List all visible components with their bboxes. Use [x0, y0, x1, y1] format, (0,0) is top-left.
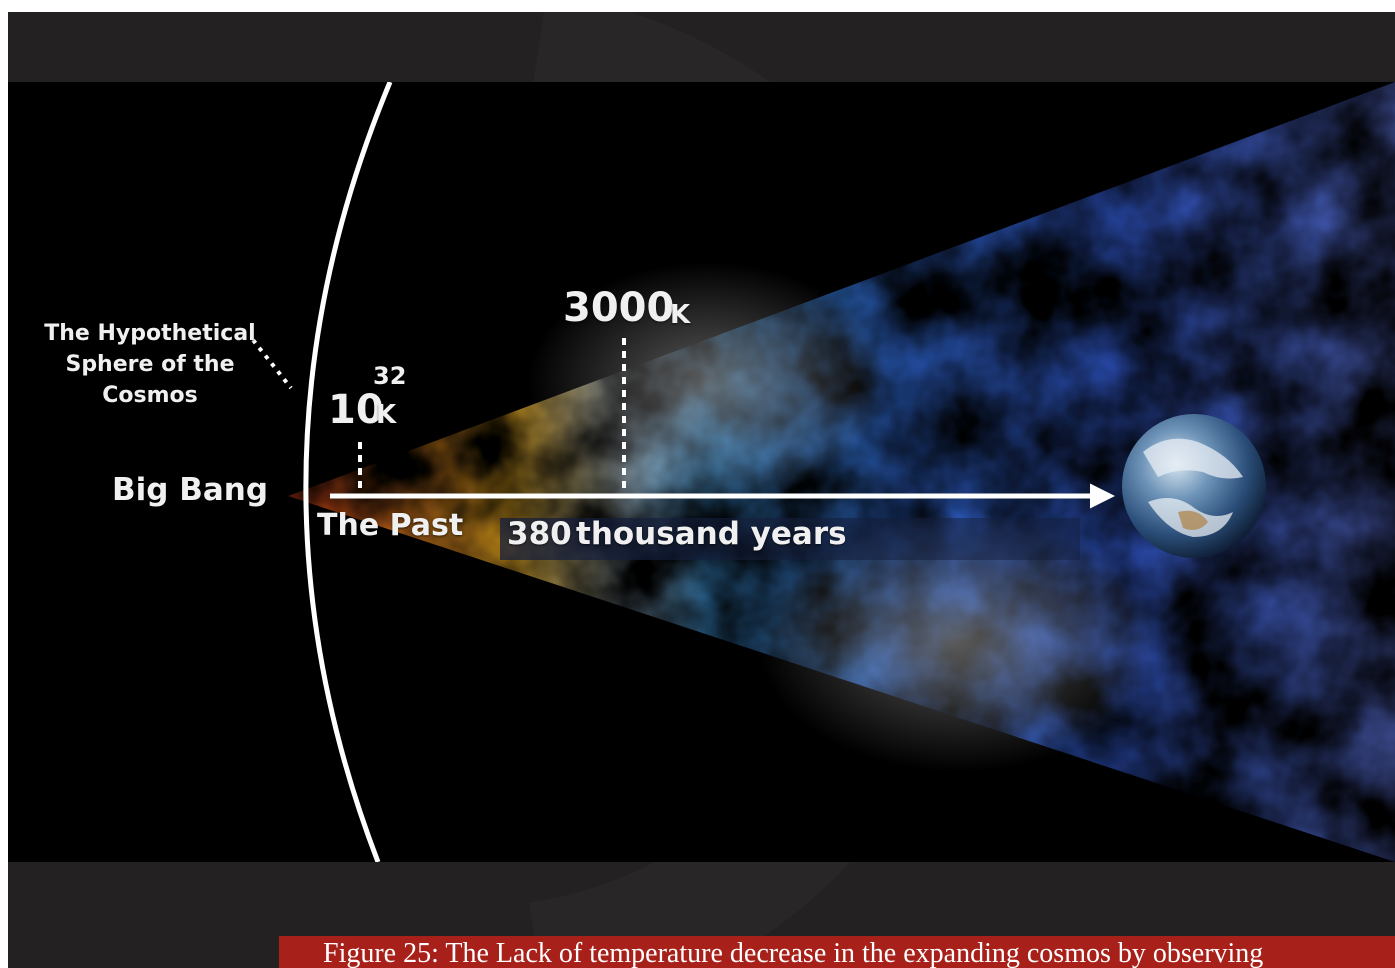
- earth-globe: [1122, 414, 1266, 558]
- big-bang-label: Big Bang: [112, 472, 269, 508]
- recombination-temperature-value: 3000: [563, 285, 675, 331]
- caption-bar: Figure 25: The Lack of temperature decre…: [279, 936, 1395, 968]
- cone-haze-2: [758, 512, 1158, 772]
- early-temperature-base: 10: [328, 387, 384, 433]
- diagram-panel: The Hypothetical Sphere of the Cosmos Bi…: [8, 82, 1395, 862]
- early-temperature-exponent: 32: [373, 362, 407, 390]
- duration-value: 380: [507, 516, 572, 552]
- sphere-label: The Hypothetical Sphere of the Cosmos: [44, 321, 256, 408]
- cosmos-sphere-boundary: [303, 82, 393, 862]
- diagram-canvas: [251, 82, 1395, 862]
- figure-caption: Figure 25: The Lack of temperature decre…: [323, 938, 1264, 968]
- cone-haze: [528, 262, 888, 502]
- early-temperature-unit: K: [376, 400, 397, 430]
- sphere-pointer: [251, 338, 293, 390]
- recombination-temperature-unit: K: [670, 300, 691, 330]
- figure-frame: The Hypothetical Sphere of the Cosmos Bi…: [8, 12, 1395, 968]
- past-label: The Past: [317, 508, 464, 543]
- duration-unit: thousand years: [576, 516, 847, 552]
- duration-band: [500, 518, 1080, 560]
